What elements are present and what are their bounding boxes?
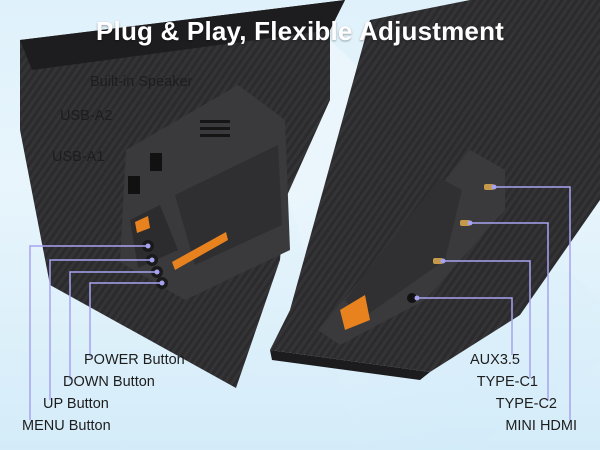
mini-hdmi-port <box>484 184 494 190</box>
page-title: Plug & Play, Flexible Adjustment <box>95 16 505 46</box>
down-button-label: DOWN Button <box>63 374 155 390</box>
left-monitor-edge <box>20 0 345 70</box>
left-callout-dots <box>145 243 165 286</box>
built-in-speaker-label: Built-in Speaker <box>90 74 193 90</box>
speaker-grille <box>200 120 230 137</box>
right-monitor-edge <box>270 350 430 380</box>
up-button-label: UP Button <box>43 396 109 412</box>
type-c1-port <box>433 258 443 264</box>
right-panel-recess <box>345 178 462 320</box>
usb-a2-port <box>150 153 162 171</box>
right-callout-dots <box>414 184 497 301</box>
usb-a1-port <box>128 176 140 194</box>
aux-jack <box>407 293 417 303</box>
orange-label <box>172 232 228 270</box>
usb-a1-label: USB-A1 <box>52 149 105 165</box>
left-panel-recess <box>175 145 282 265</box>
usb-a2-label: USB-A2 <box>60 108 113 124</box>
menu-button-label: MENU Button <box>22 418 111 434</box>
type-c2-port <box>460 220 470 226</box>
aux-label: AUX3.5 <box>470 352 520 368</box>
power-button-label: POWER Button <box>84 352 185 368</box>
type-c2-label: TYPE-C2 <box>495 396 557 412</box>
warning-sticker <box>135 216 150 233</box>
left-callout-lines <box>29 245 162 420</box>
mini-hdmi-label: MINI HDMI <box>505 418 577 434</box>
right-sticker <box>340 295 370 330</box>
right-callout-lines <box>417 186 571 420</box>
type-c1-label: TYPE-C1 <box>476 374 538 390</box>
